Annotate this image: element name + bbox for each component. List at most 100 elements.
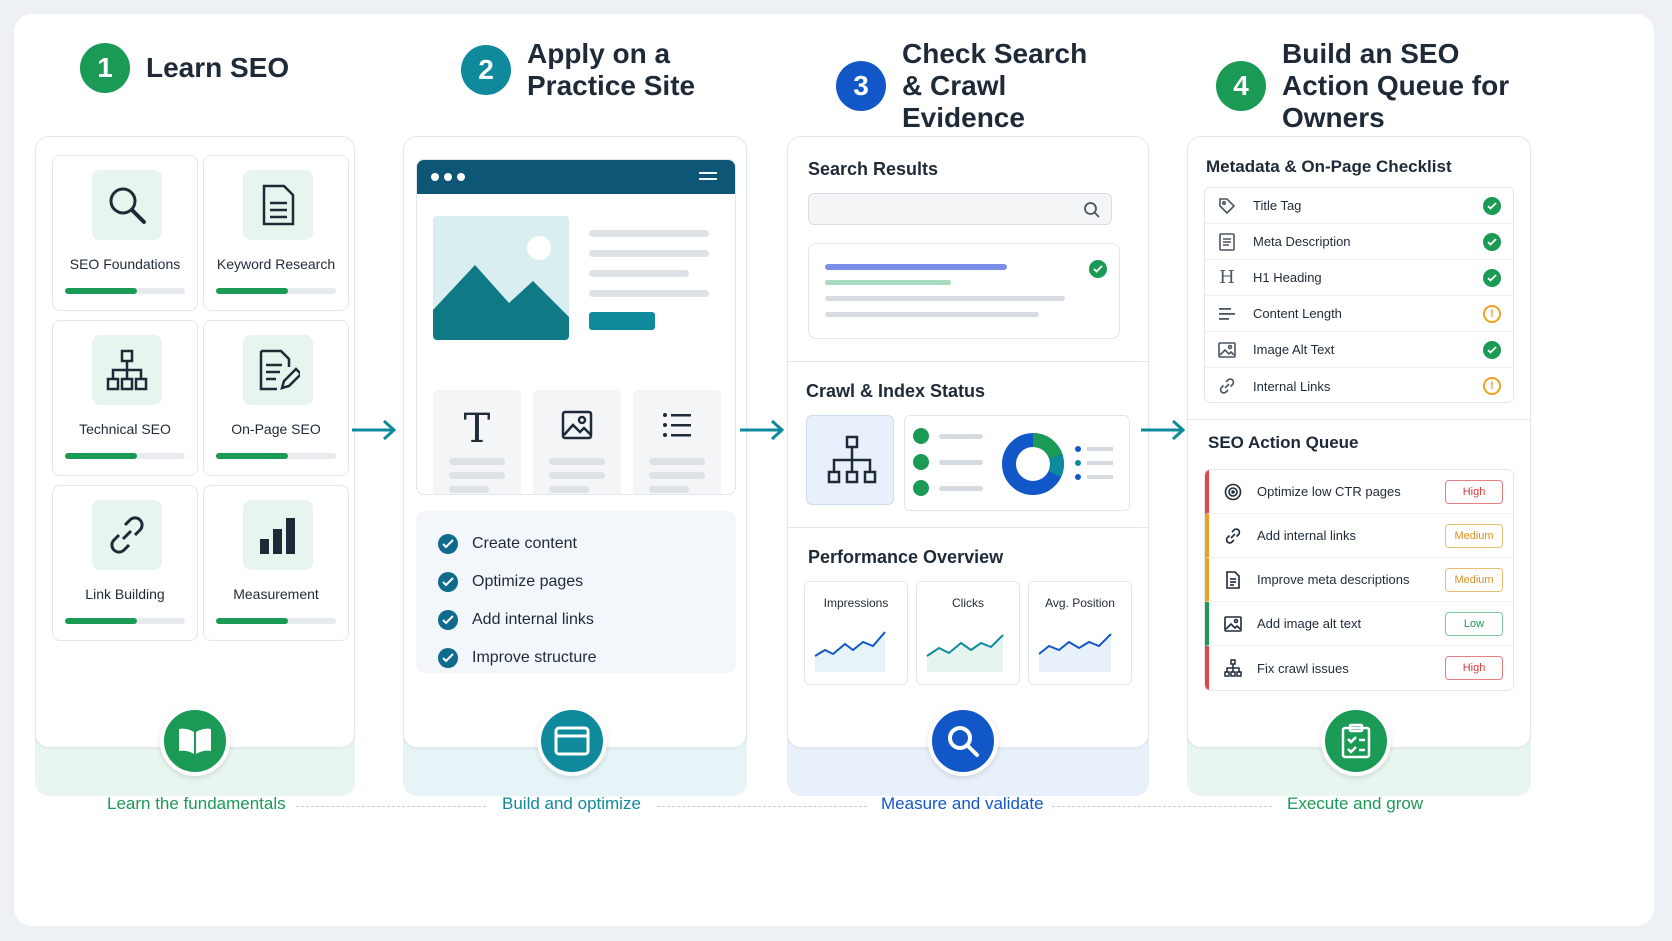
performance-title: Performance Overview: [808, 547, 1004, 567]
link-icon: [1223, 526, 1243, 546]
perf-label: Impressions: [823, 596, 889, 610]
skill-card-keyword-research[interactable]: Keyword Research: [203, 155, 349, 311]
skill-progress: [216, 618, 336, 624]
priority-badge: High: [1445, 656, 1503, 680]
warning-icon: !: [1483, 305, 1501, 323]
clicks-card: Clicks: [916, 581, 1020, 685]
skill-label: Technical SEO: [79, 421, 171, 437]
bottom-label-build: Build and optimize: [502, 794, 641, 813]
search-icon: [1084, 202, 1100, 218]
skill-progress: [65, 453, 185, 459]
skill-progress: [216, 288, 336, 294]
action-queue: Optimize low CTR pages High Add internal…: [1204, 469, 1514, 691]
list-block: [633, 390, 721, 494]
priority-badge: Medium: [1445, 524, 1503, 548]
canvas: 1 Learn SEO 2 Apply on a Practice Site 3…: [14, 14, 1654, 926]
bottom-label-measure: Measure and validate: [881, 794, 1044, 813]
check-icon: [438, 648, 458, 668]
task-item: Improve structure: [416, 639, 736, 677]
priority-badge: High: [1445, 480, 1503, 504]
arrow-right-icon: [740, 419, 785, 441]
document-icon: [1217, 232, 1237, 252]
column-learn-panel: SEO Foundations Keyword Research Technic…: [35, 136, 355, 748]
clipboard-check-icon: [1321, 706, 1391, 776]
menu-icon[interactable]: [699, 172, 717, 184]
arrow-right-icon: [352, 419, 397, 441]
metadata-checklist: Title Tag Meta Description H H1 Heading …: [1204, 187, 1514, 403]
check-icon: [438, 534, 458, 554]
queue-item[interactable]: Add image alt text Low: [1205, 602, 1513, 646]
text-block: T: [433, 390, 521, 494]
queue-item[interactable]: Improve meta descriptions Medium: [1205, 558, 1513, 602]
arrow-right-icon: [1141, 419, 1186, 441]
step-3-header: 3 Check Search & Crawl Evidence: [836, 38, 1102, 134]
target-icon: [1223, 482, 1243, 502]
column-check-panel: Search Results Crawl & Index Status: [787, 136, 1149, 748]
document-icon: [243, 170, 313, 240]
link-icon: [1217, 376, 1237, 396]
magnifier-icon: [92, 170, 162, 240]
step-4-number: 4: [1216, 61, 1266, 111]
tag-icon: [1217, 196, 1237, 216]
bar-chart-icon: [243, 500, 313, 570]
checklist-row: Meta Description: [1205, 224, 1513, 260]
queue-item[interactable]: Fix crawl issues High: [1205, 646, 1513, 690]
avg-position-card: Avg. Position: [1028, 581, 1132, 685]
impressions-card: Impressions: [804, 581, 908, 685]
search-input[interactable]: [808, 193, 1112, 225]
queue-item[interactable]: Optimize low CTR pages High: [1205, 470, 1513, 514]
step-1-number: 1: [80, 43, 130, 93]
dashed-connector: [296, 806, 486, 807]
step-1-title: Learn SEO: [146, 52, 290, 83]
step-4-title: Build an SEO Action Queue for Owners: [1282, 38, 1510, 133]
image-icon: [1223, 614, 1243, 634]
step-2-number: 2: [461, 45, 511, 95]
checklist-row: Title Tag: [1205, 188, 1513, 224]
text-lines-icon: [1217, 304, 1237, 324]
verified-icon: [1089, 260, 1107, 278]
skill-label: Measurement: [233, 586, 319, 602]
bottom-label-learn: Learn the fundamentals: [107, 794, 286, 813]
dashed-connector: [1052, 806, 1272, 807]
checklist-title: Metadata & On-Page Checklist: [1206, 157, 1452, 176]
task-item: Create content: [416, 525, 736, 563]
step-4-header: 4 Build an SEO Action Queue for Owners: [1216, 38, 1532, 134]
check-icon: [1483, 233, 1501, 251]
book-icon: [160, 706, 230, 776]
skill-label: On-Page SEO: [231, 421, 321, 437]
action-queue-title: SEO Action Queue: [1208, 433, 1359, 452]
priority-badge: Medium: [1445, 568, 1503, 592]
sparkline: [1038, 633, 1112, 672]
column-check: Search Results Crawl & Index Status: [787, 136, 1149, 796]
sitemap-icon: [1223, 658, 1243, 678]
queue-item[interactable]: Add internal links Medium: [1205, 514, 1513, 558]
step-3-number: 3: [836, 61, 886, 111]
step-1-header: 1 Learn SEO: [80, 43, 289, 93]
column-apply: T: [403, 136, 747, 796]
heading-icon: H: [1219, 267, 1235, 288]
sparkline: [926, 634, 1004, 672]
magnifier-icon: [928, 706, 998, 776]
image-block: [533, 390, 621, 494]
crawl-index-title: Crawl & Index Status: [806, 381, 986, 401]
sparkline: [814, 631, 886, 672]
step-2-title: Apply on a Practice Site: [527, 38, 696, 101]
skill-card-link-building[interactable]: Link Building: [52, 485, 198, 641]
crawl-status-card: [904, 415, 1130, 511]
skill-card-seo-foundations[interactable]: SEO Foundations: [52, 155, 198, 311]
checklist-row: H H1 Heading: [1205, 260, 1513, 296]
check-icon: [1483, 341, 1501, 359]
skill-card-measurement[interactable]: Measurement: [203, 485, 349, 641]
skill-card-technical-seo[interactable]: Technical SEO: [52, 320, 198, 476]
skill-label: Link Building: [85, 586, 165, 602]
check-icon: [438, 572, 458, 592]
browser-bar: [417, 160, 735, 194]
search-result-card: [808, 243, 1120, 339]
skill-progress: [65, 618, 185, 624]
practice-site-browser: T: [416, 159, 736, 495]
skill-card-on-page-seo[interactable]: On-Page SEO: [203, 320, 349, 476]
step-3-title: Check Search & Crawl Evidence: [902, 38, 1088, 133]
cta-button[interactable]: [589, 312, 655, 330]
list-icon: [633, 406, 721, 451]
column-apply-panel: T: [403, 136, 747, 748]
